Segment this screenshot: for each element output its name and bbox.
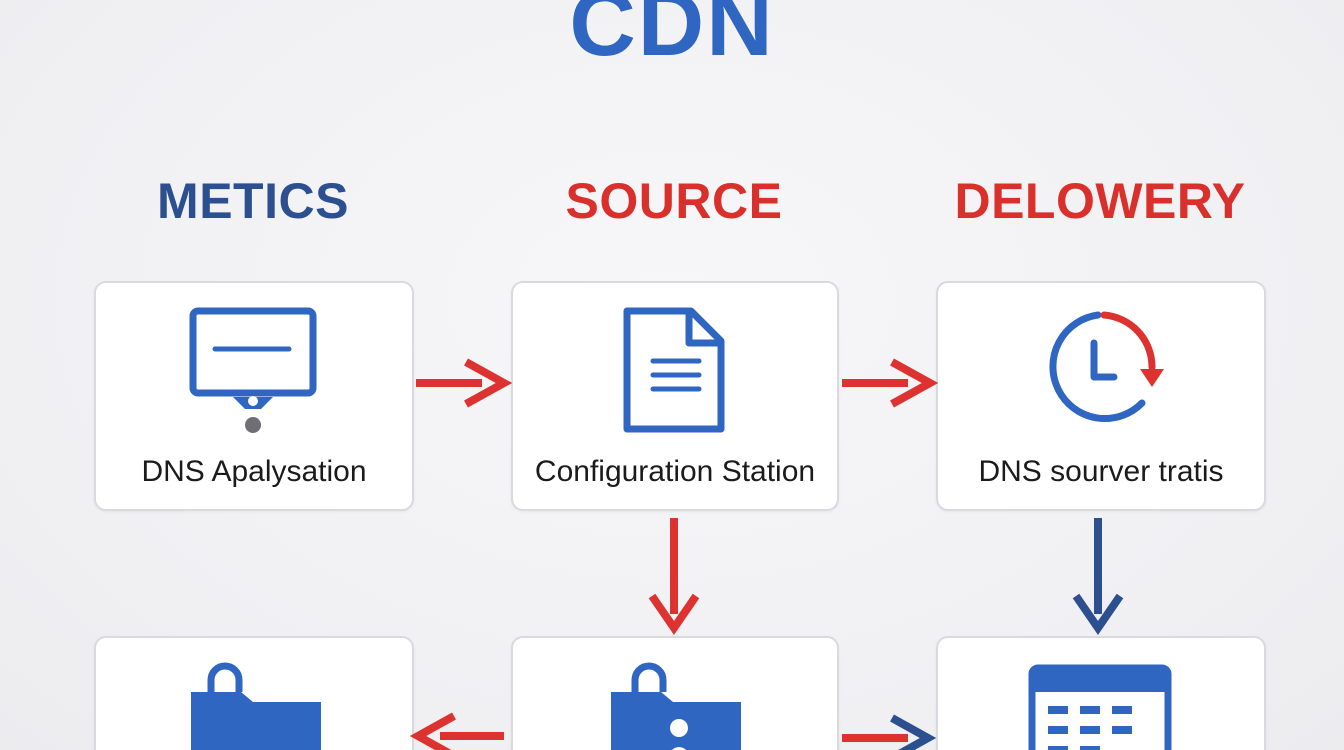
folder-lock-icon (191, 662, 321, 750)
card-dns-apalysation: DNS Apalysation (94, 281, 414, 511)
column-heading-source: SOURCE (565, 173, 783, 229)
card-folder-lock (94, 636, 414, 750)
arrow-bottom-right (842, 714, 937, 750)
arrow-metics-to-source (416, 358, 513, 408)
card-label: Configuration Station (534, 455, 816, 488)
arrow-bottom-left (409, 712, 504, 750)
card-configuration-station: Configuration Station (511, 281, 839, 511)
document-icon (623, 307, 725, 433)
card-folder-user (511, 636, 839, 750)
column-heading-metics: METICS (157, 173, 349, 229)
arrow-delowery-down (1072, 518, 1124, 636)
arrow-source-down (648, 518, 700, 636)
card-label: DNS sourver tratis (978, 455, 1224, 488)
clock-refresh-icon (1049, 311, 1164, 423)
monitor-icon (189, 307, 317, 433)
card-dns-sourver-tratis: DNS sourver tratis (936, 281, 1266, 511)
folder-user-icon (611, 662, 741, 750)
card-calendar-table (936, 636, 1266, 750)
arrow-source-to-delowery (842, 358, 939, 408)
column-heading-delowery: DELOWERY (954, 173, 1246, 229)
calendar-table-icon (1028, 664, 1172, 750)
card-label: DNS Apalysation (141, 455, 367, 488)
diagram-title: CDN (569, 0, 775, 75)
